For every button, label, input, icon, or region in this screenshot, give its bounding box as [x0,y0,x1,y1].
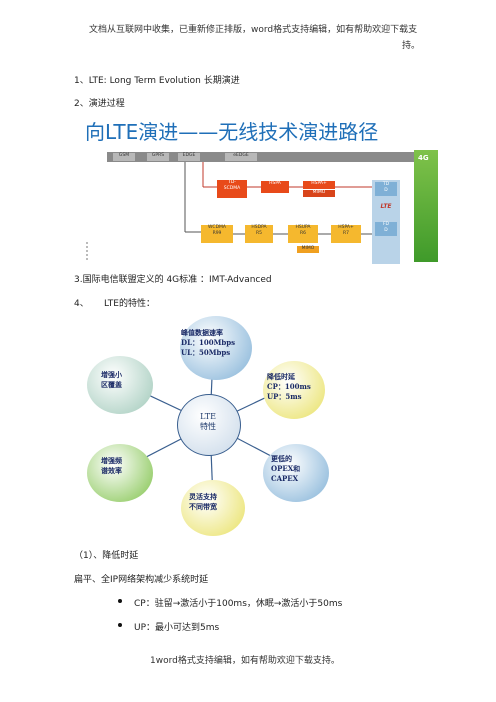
mimo-box-1: MIMO [303,190,335,197]
feature-coverage [87,356,153,414]
lte-features-diagram: LTE 特性 峰值数据速率 DL：100Mbps UL：50Mbps 降低时延 … [85,316,335,536]
item-2: 2、演进过程 [74,99,125,109]
feature-latency [263,361,325,419]
latency-description: 扁平、全IP网络架构减少系统时延 [74,575,209,585]
4g-label: 4G [418,154,429,162]
hspa-plus-box: HSPA+ [303,181,335,189]
feature-spectrum-label: 增强频 谱效率 [101,456,122,475]
diagram-title: 向LTE演进——无线技术演进路径 [85,120,379,144]
footer-text: 1word格式支持编辑，如有帮助欢迎下载支持。 [150,656,340,666]
item-4-text: LTE的特性： [104,299,155,309]
feature-opex-label: 更低的 OPEX和 CAPEX [271,454,301,483]
gprs-box: GPRS [147,153,169,161]
hsupa-box: HSUPA R6 [288,225,318,243]
edge-box: EDGE [178,153,200,161]
2g-bar [107,152,414,162]
item-3: 3.国际电信联盟定义的 4G标准 ：IMT-Advanced [74,275,272,285]
feature-peak-rate-label: 峰值数据速率 DL：100Mbps UL：50Mbps [181,328,236,357]
hspa-plus-r7-box: HSPA+ R7 [331,225,361,243]
header-line-1: 文档从互联网中收集，已重新修正排版，word格式支持编辑，如有帮助欢迎下载支 [89,25,418,35]
feature-coverage-label: 增强小 区覆盖 [101,370,122,389]
feature-latency-label: 降低时延 CP：100ms UP：5ms [267,372,311,401]
hspa-box: HSPA [261,181,289,193]
bullet-dot-2 [118,623,122,627]
item-1: 1、LTE: Long Term Evolution 长期演进 [74,76,240,86]
bullet-up: UP：最小可达到5ms [134,623,220,633]
tdd-box: TD D [375,182,397,196]
gsm-box: GSM [113,153,135,161]
evolution-diagram: 向LTE演进——无线技术演进路径 4G GSM GPRS EDGE eEDGE … [85,112,440,264]
item-4-number: 4、 [74,299,89,309]
subheading-latency: （1）、降低时延 [74,551,139,561]
eedge-box: eEDGE [225,153,257,161]
tdscdma-box: TD- SCDMA [217,180,247,198]
feature-bandwidth [181,480,245,536]
feature-bandwidth-label: 灵活支持 不同带宽 [189,492,217,511]
center-label: LTE 特性 [200,412,216,431]
feature-opex [263,444,329,502]
mimo-box-2: MIMO [297,246,319,253]
bullet-dot-1 [118,599,122,603]
feature-spectrum [87,444,153,502]
header-line-2: 持。 [402,41,421,51]
feature-peak-rate [180,316,252,380]
lte-label: LTE [380,203,392,210]
center-circle [177,394,241,456]
hsdpa-box: HSDPA R5 [245,225,273,243]
diagram-connectors [86,162,372,262]
4g-column: 4G [414,150,438,262]
wcdma-box: WCDMA R99 [201,225,233,243]
fdd-box: FD D [375,222,397,236]
bullet-cp: CP：驻留→激活小于100ms，休眠→激活小于50ms [134,599,343,609]
